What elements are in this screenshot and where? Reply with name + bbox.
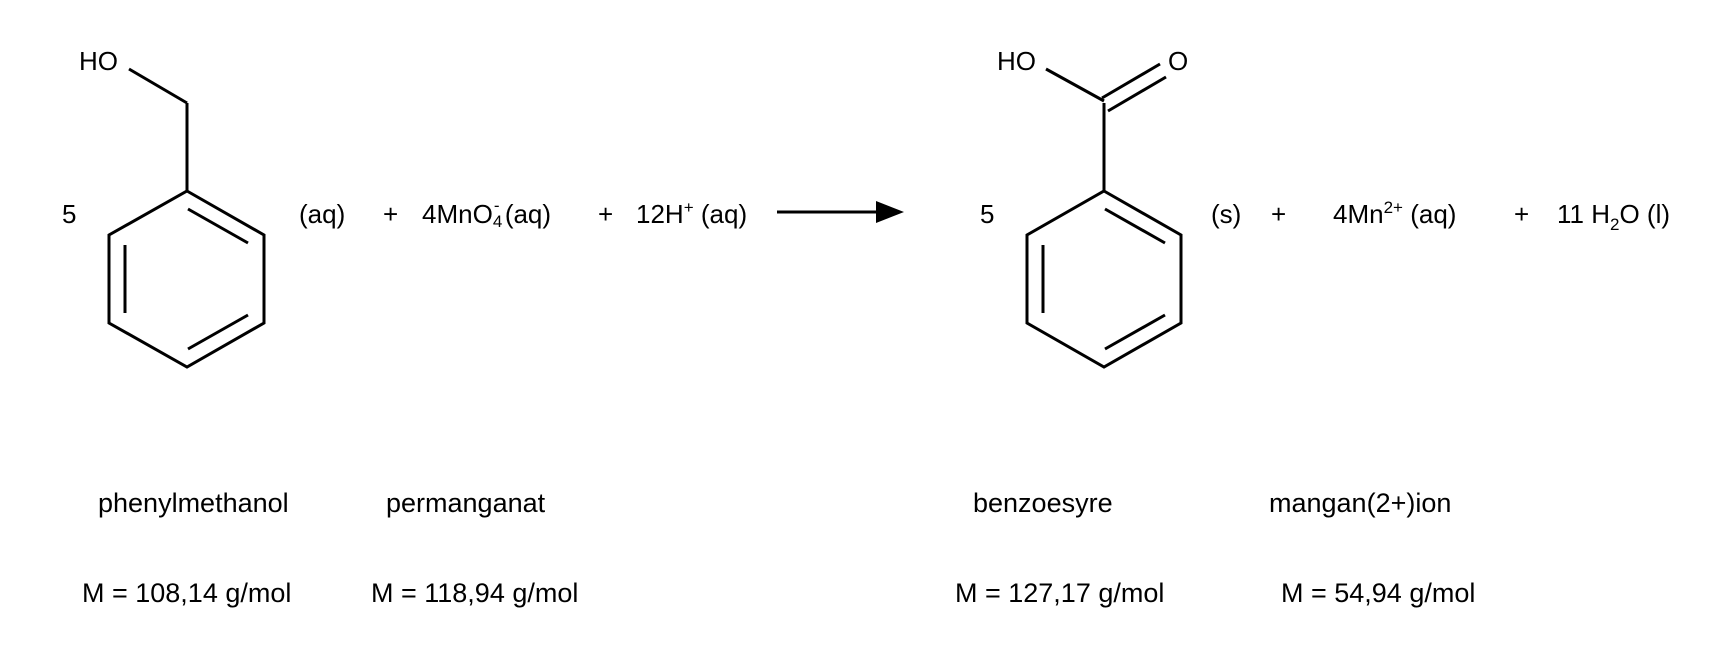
permanganate-charge: - bbox=[493, 196, 500, 215]
manganese-ion-formula: 4Mn2+ (aq) bbox=[1333, 198, 1457, 229]
permanganate-state: (aq) bbox=[504, 199, 552, 229]
plus-sign: + bbox=[598, 199, 614, 229]
reactant-1-coefficient: 5 bbox=[62, 199, 77, 229]
permanganate-formula: 4MnO-4(aq) bbox=[422, 197, 552, 231]
hydrogen-ion-base: 12H bbox=[636, 199, 684, 229]
water-suffix: O (l) bbox=[1619, 199, 1671, 229]
hydrogen-ion-state: (aq) bbox=[700, 199, 748, 229]
hydrogen-ion-formula: 12H+ (aq) bbox=[636, 198, 748, 229]
plus-sign: + bbox=[1514, 199, 1530, 229]
carbonyl-oxygen-label: O bbox=[1168, 46, 1189, 76]
manganese-ion-name: mangan(2+)ion bbox=[1269, 488, 1452, 518]
product-1-state: (s) bbox=[1211, 199, 1242, 229]
phenylmethanol-molar-mass: M = 108,14 g/mol bbox=[82, 578, 292, 608]
hydroxyl-label-acid: HO bbox=[997, 46, 1036, 76]
plus-sign: + bbox=[1271, 199, 1287, 229]
manganese-ion-state: (aq) bbox=[1410, 199, 1457, 229]
manganese-ion-base: 4Mn bbox=[1333, 199, 1384, 229]
plus-sign: + bbox=[383, 199, 399, 229]
reactant-1-state: (aq) bbox=[299, 199, 346, 229]
permanganate-subscript: 4 bbox=[492, 212, 503, 231]
water-prefix: 11 H bbox=[1557, 199, 1610, 229]
permanganate-name: permanganat bbox=[386, 488, 546, 518]
manganese-ion-charge: 2+ bbox=[1383, 198, 1403, 217]
hydrogen-ion-charge: + bbox=[683, 198, 694, 217]
benzoic-acid-molar-mass: M = 127,17 g/mol bbox=[955, 578, 1165, 608]
manganese-ion-molar-mass: M = 54,94 g/mol bbox=[1281, 578, 1476, 608]
product-1-coefficient: 5 bbox=[980, 199, 995, 229]
benzoic-acid-structure bbox=[1025, 62, 1183, 369]
water-formula: 11 H2O (l) bbox=[1557, 199, 1671, 233]
permanganate-molar-mass: M = 118,94 g/mol bbox=[371, 578, 579, 608]
phenylmethanol-structure bbox=[107, 67, 266, 369]
permanganate-base: 4MnO bbox=[422, 199, 493, 229]
hydroxyl-label: HO bbox=[79, 46, 118, 76]
phenylmethanol-name: phenylmethanol bbox=[98, 488, 289, 518]
water-subscript: 2 bbox=[1610, 215, 1620, 234]
benzoic-acid-name: benzoesyre bbox=[973, 488, 1113, 518]
